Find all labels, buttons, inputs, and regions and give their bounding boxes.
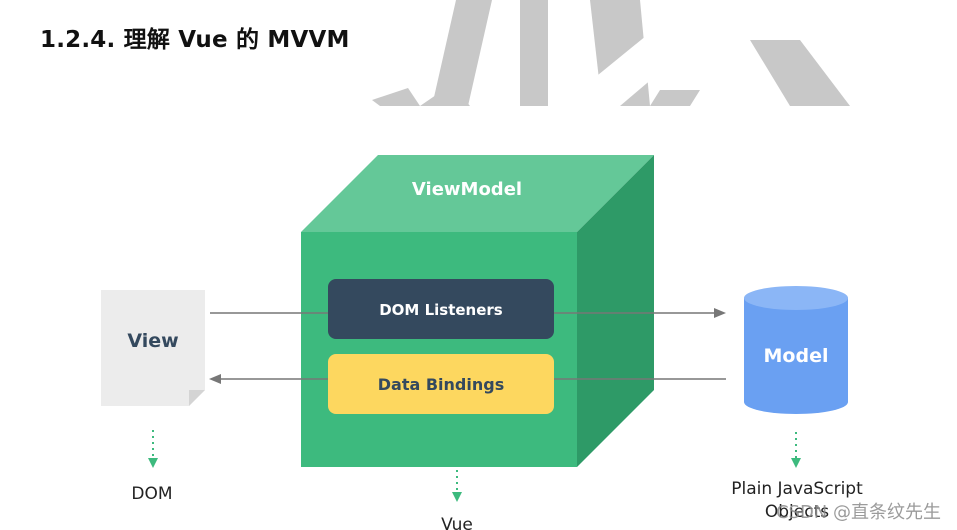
model-caption-line1: Plain JavaScript: [731, 479, 863, 499]
dotted-arrow-view: [148, 430, 158, 468]
data-bindings-label: Data Bindings: [378, 375, 504, 394]
dotted-arrow-model: [791, 432, 801, 468]
cube-top-face: [301, 155, 654, 232]
dom-listeners-box: DOM Listeners: [328, 279, 554, 339]
dotted-arrow-viewmodel: [452, 470, 462, 502]
viewmodel-title: ViewModel: [412, 179, 522, 200]
model-label: Model: [764, 345, 829, 367]
viewmodel-caption: Vue: [441, 515, 473, 530]
model-cylinder-body: [744, 298, 848, 414]
view-doc-shape: [101, 290, 205, 406]
csdn-watermark: CSDN @直条纹先生: [775, 502, 941, 523]
arrow-left-head: [209, 374, 221, 384]
view-doc-fold: [189, 390, 205, 406]
cube-side-face: [577, 155, 654, 467]
arrow-right-head: [714, 308, 726, 318]
model-cylinder: Model: [744, 286, 848, 414]
viewmodel-cube: ViewModel: [301, 155, 654, 467]
background-watermark-shape: [372, 0, 850, 106]
view-document: View: [101, 290, 205, 406]
model-caption-line2: Objects: [765, 502, 829, 522]
dom-listeners-label: DOM Listeners: [379, 301, 503, 319]
cube-front-face: [301, 232, 577, 467]
data-bindings-box: Data Bindings: [328, 354, 554, 414]
view-label: View: [127, 330, 178, 352]
view-caption: DOM: [131, 484, 172, 504]
model-cylinder-top: [744, 286, 848, 310]
section-heading: 1.2.4. 理解 Vue 的 MVVM: [40, 27, 350, 53]
